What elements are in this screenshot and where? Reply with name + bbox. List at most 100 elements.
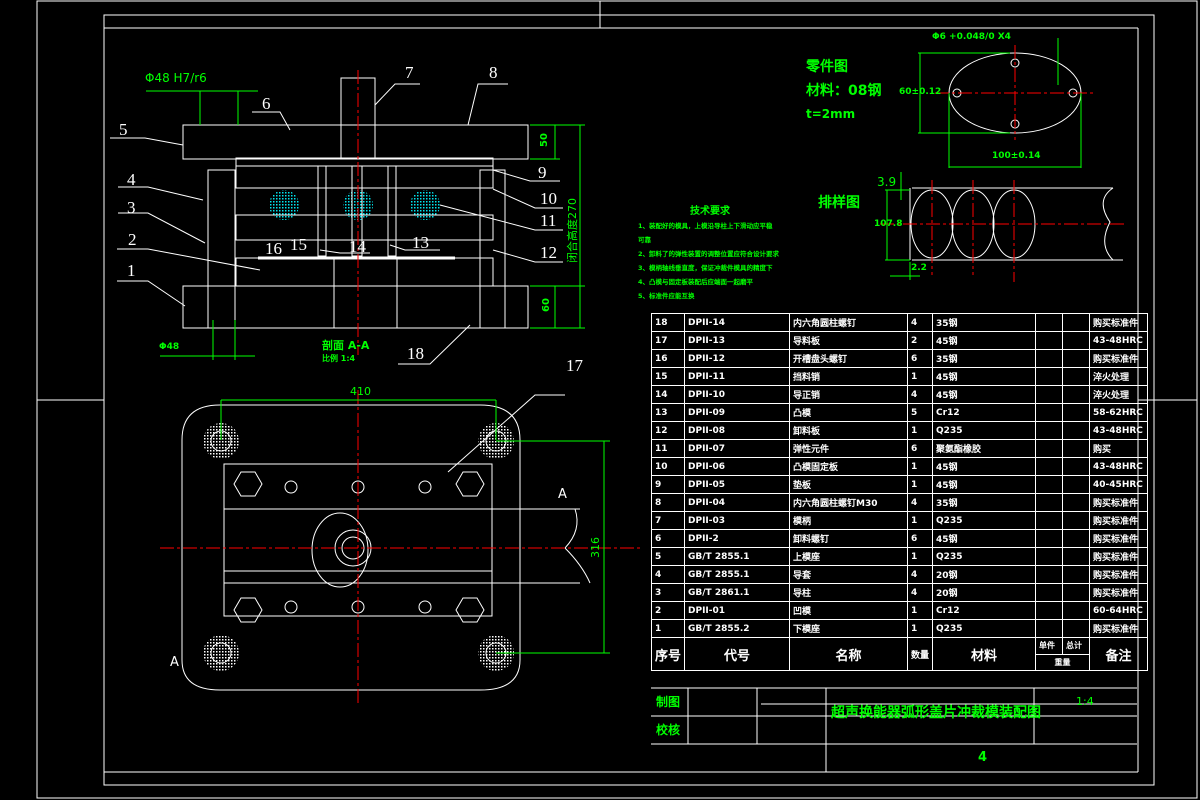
bom-cell-code: GB/T 2861.1 (684, 583, 791, 602)
bom-cell-qty: 4 (907, 565, 934, 584)
plan-dimensions (220, 399, 610, 654)
bom-cell-no: 2 (650, 601, 686, 620)
bom-cell-qty: 4 (907, 313, 934, 332)
bom-cell-name: 内六角圆柱螺钉 (789, 313, 909, 332)
bom-cell-tw (1062, 439, 1091, 458)
bom-cell-code: DPII-08 (684, 421, 791, 440)
bom-cell-tw (1062, 403, 1091, 422)
bom-cell-code: DPII-10 (684, 385, 791, 404)
bom-cell-tw (1062, 421, 1091, 440)
bom-cell-uw (1035, 565, 1064, 584)
drawing-scale: 1:4 (1076, 695, 1094, 708)
bom-cell-remark: 43-48HRC (1089, 331, 1149, 350)
bom-cell-tw (1062, 493, 1091, 512)
bom-cell-remark: 58-62HRC (1089, 403, 1149, 422)
bom-cell-name: 卸料螺钉 (789, 529, 909, 548)
bom-cell-tw (1062, 331, 1091, 350)
label-part-13: 13 (412, 233, 429, 252)
bom-cell-tw (1062, 367, 1091, 386)
bom-cell-name: 上模座 (789, 547, 909, 566)
bom-header-row: 序号 代号 名称 数量 材料 单件 总计 备注 (650, 637, 1149, 671)
label-part-12: 12 (540, 243, 557, 262)
bom-cell-uw (1035, 583, 1064, 602)
bottom-plate-dimension: 60 (540, 298, 552, 312)
bom-cell-name: 模柄 (789, 511, 909, 530)
header-total-weight: 总计 (1062, 637, 1091, 655)
fit-dimension: Φ48 H7/r6 (145, 71, 207, 85)
bom-cell-code: DPII-2 (684, 529, 791, 548)
bom-cell-uw (1035, 421, 1064, 440)
bom-cell-name: 导柱 (789, 583, 909, 602)
bom-cell-uw (1035, 601, 1064, 620)
bom-cell-qty: 1 (907, 511, 934, 530)
bom-cell-no: 13 (650, 403, 686, 422)
bom-cell-material: 聚氨酯橡胶 (932, 439, 1037, 458)
bom-cell-uw (1035, 475, 1064, 494)
tech-requirements-title: 技术要求 (690, 206, 730, 217)
bom-cell-remark: 购买 (1089, 439, 1149, 458)
bom-cell-uw (1035, 529, 1064, 548)
bom-cell-qty: 1 (907, 457, 934, 476)
bom-cell-material: 45钢 (932, 475, 1037, 494)
bom-cell-remark: 购买标准件 (1089, 565, 1149, 584)
bom-cell-material: 45钢 (932, 331, 1037, 350)
bom-cell-uw (1035, 385, 1064, 404)
pin-dimension: Φ48 (159, 342, 180, 352)
label-part-7: 7 (405, 63, 414, 82)
header-remark: 备注 (1089, 637, 1149, 671)
bom-cell-name: 导料板 (789, 331, 909, 350)
top-plate-dimension: 50 (538, 133, 550, 147)
bom-cell-code: DPII-07 (684, 439, 791, 458)
bom-cell-name: 导正销 (789, 385, 909, 404)
bom-cell-code: DPII-04 (684, 493, 791, 512)
title-block-lines (651, 687, 1137, 772)
bom-cell-material: Q235 (932, 619, 1037, 638)
bom-cell-code: DPII-09 (684, 403, 791, 422)
bom-cell-no: 1 (650, 619, 686, 638)
bom-cell-remark: 购买标准件 (1089, 547, 1149, 566)
bom-cell-remark: 购买标准件 (1089, 313, 1149, 332)
bom-cell-qty: 6 (907, 439, 934, 458)
bom-cell-qty: 4 (907, 493, 934, 512)
bom-cell-material: 20钢 (932, 565, 1037, 584)
label-part-15: 15 (290, 235, 307, 254)
bom-cell-qty: 1 (907, 421, 934, 440)
bom-cell-qty: 1 (907, 547, 934, 566)
bom-cell-remark: 购买标准件 (1089, 349, 1149, 368)
part-drawing (918, 38, 1095, 168)
strip-layout (880, 172, 1125, 282)
bom-cell-qty: 4 (907, 385, 934, 404)
label-part-9: 9 (538, 163, 547, 182)
bom-cell-material: 45钢 (932, 385, 1037, 404)
bom-cell-qty: 1 (907, 475, 934, 494)
header-name: 名称 (789, 637, 909, 671)
bom-cell-no: 3 (650, 583, 686, 602)
bom-cell-remark: 淬火处理 (1089, 385, 1149, 404)
label-part-5: 5 (119, 120, 128, 139)
strip-gap-dimension: 2.2 (911, 263, 927, 273)
part-width-dimension: 100±0.14 (992, 151, 1041, 161)
bom-cell-qty: 1 (907, 601, 934, 620)
bom-cell-no: 14 (650, 385, 686, 404)
bom-cell-material: 20钢 (932, 583, 1037, 602)
bom-cell-qty: 2 (907, 331, 934, 350)
bom-cell-material: Q235 (932, 511, 1037, 530)
bom-cell-uw (1035, 439, 1064, 458)
bom-cell-uw (1035, 367, 1064, 386)
label-part-11: 11 (540, 211, 557, 230)
drawing-title: 超声换能器弧形盖片冲裁模装配图 (831, 705, 1041, 721)
bom-cell-qty: 6 (907, 529, 934, 548)
bom-cell-no: 15 (650, 367, 686, 386)
bom-cell-remark: 购买标准件 (1089, 583, 1149, 602)
bom-cell-material: 45钢 (932, 367, 1037, 386)
label-part-1: 1 (127, 261, 136, 280)
bom-cell-uw (1035, 403, 1064, 422)
